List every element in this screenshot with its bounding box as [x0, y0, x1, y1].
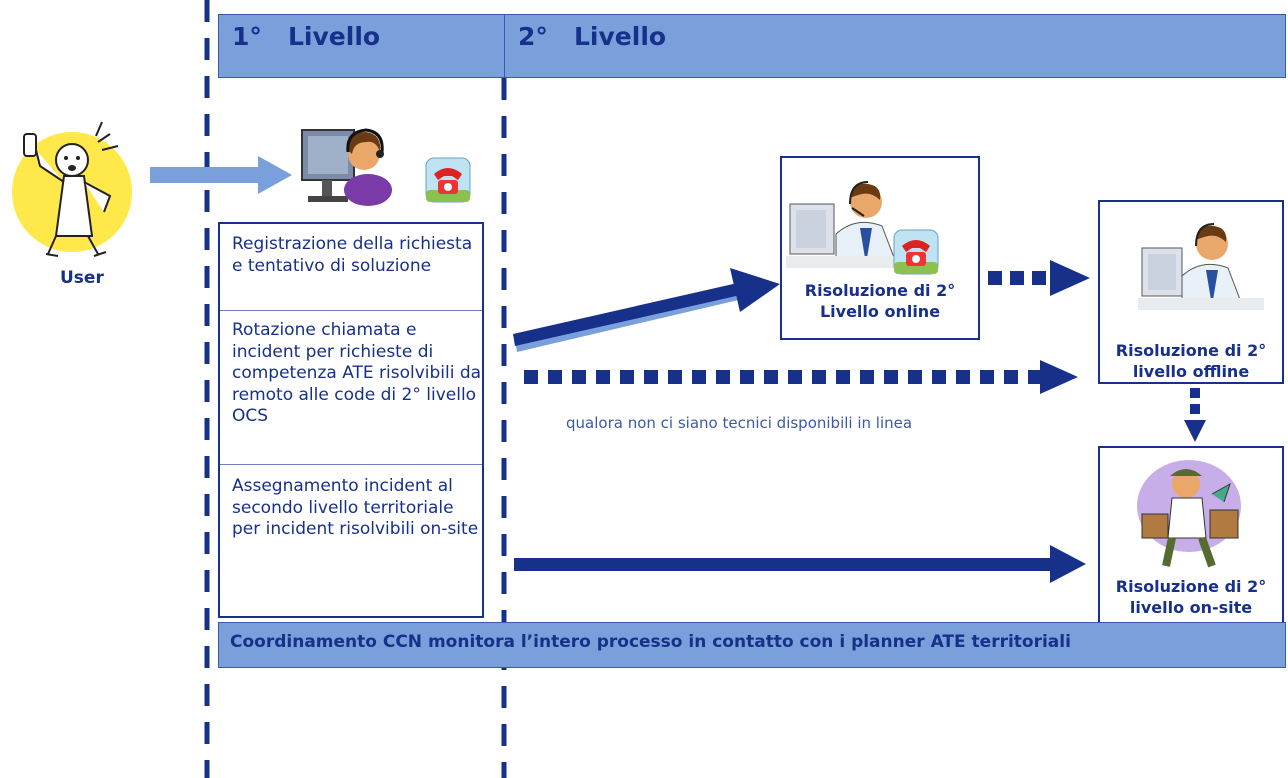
first-level-steps-box: [218, 222, 484, 618]
step-divider: [220, 464, 482, 465]
coordination-text: Coordinamento CCN monitora l’intero proc…: [230, 632, 1071, 652]
red-phone-icon: [893, 229, 939, 275]
offline-resolution-label: Risoluzione di 2° livello offline: [1115, 341, 1267, 381]
support-technician-icon: [1138, 223, 1264, 310]
online-to-offline-dotted-arrow: [988, 260, 1090, 296]
online-arrow: [513, 268, 780, 352]
support-technician-icon: [786, 181, 916, 268]
online-resolution-label: Risoluzione di 2° Livello online: [804, 281, 956, 321]
level1-heading: 1° Livello: [232, 22, 381, 51]
user-label: User: [60, 268, 104, 288]
step-registration: Registrazione della richiesta e tentativ…: [232, 234, 473, 276]
red-phone-icon: [425, 157, 471, 203]
onsite-resolution-label: Risoluzione di 2° livello on-site: [1115, 577, 1267, 617]
fallback-note: qualora non ci siano tecnici disponibili…: [566, 414, 913, 432]
offline-dotted-arrow: [524, 360, 1078, 394]
offline-to-onsite-dotted-arrow: [1184, 388, 1206, 442]
stressed-user-icon: [12, 121, 132, 257]
header-divider: [504, 14, 505, 78]
onsite-arrow: [514, 545, 1086, 583]
step-assignment: Assegnamento incident al secondo livello…: [232, 476, 479, 539]
header-bar: [218, 14, 1286, 78]
step-call-rotation: Rotazione chiamata e incident per richie…: [232, 320, 482, 426]
user-to-operator-arrow: [150, 156, 292, 194]
step-divider: [220, 310, 482, 311]
level2-heading: 2° Livello: [518, 22, 667, 51]
coordination-bar: [218, 622, 1286, 668]
field-technician-icon: [1137, 460, 1241, 568]
call-center-operator-icon: [301, 128, 392, 206]
